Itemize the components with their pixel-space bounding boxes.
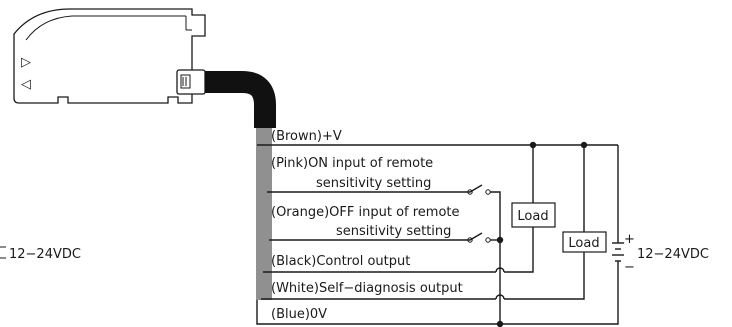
plus-sign: +	[624, 232, 635, 247]
load-a: Load	[511, 202, 556, 228]
arrow-left-icon: ◁	[21, 77, 31, 92]
dc-supply: + − 12−24VDC	[612, 232, 709, 275]
left-supply-fragment: 12−24VDC	[0, 246, 81, 262]
left-voltage-label: 12−24VDC	[9, 247, 81, 262]
wire-labels: (Brown)+V (Pink)ON input of remote sensi…	[271, 129, 463, 322]
wire-label-orange-sub: sensitivity setting	[336, 224, 451, 239]
cable	[205, 71, 276, 300]
wire-label-black: (Black)Control output	[271, 254, 410, 269]
wire-label-orange: (Orange)OFF input of remote	[271, 205, 460, 220]
load-b-label: Load	[568, 236, 599, 251]
supply-voltage-label: 12−24VDC	[637, 247, 709, 262]
arrow-right-icon: ▷	[21, 55, 31, 70]
wire-label-blue: (Blue)0V	[271, 307, 327, 322]
wires	[256, 141, 619, 327]
wire-label-pink-sub: sensitivity setting	[316, 176, 431, 191]
load-b: Load	[562, 231, 607, 253]
sensor-amplifier: ▷ ◁	[13, 8, 206, 104]
wire-label-brown: (Brown)+V	[271, 129, 342, 144]
wire-label-pink: (Pink)ON input of remote	[271, 156, 433, 171]
load-a-label: Load	[517, 209, 548, 224]
minus-sign: −	[624, 260, 635, 275]
wire-label-white: (White)Self−diagnosis output	[271, 281, 463, 296]
